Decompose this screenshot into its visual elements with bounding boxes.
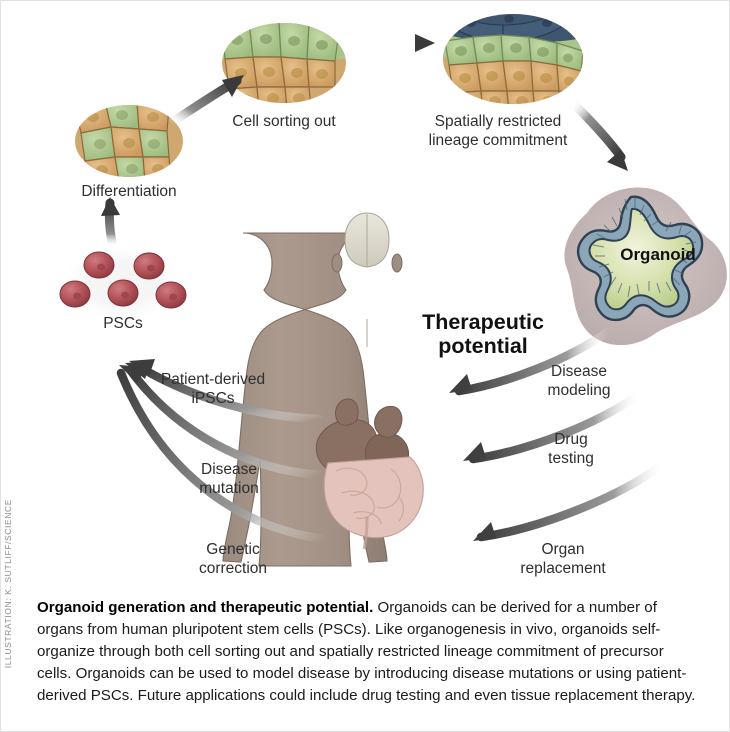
label-patient-derived-ipscs-line1: Patient-derived [161,371,265,388]
kidney-left [335,398,359,426]
arrow-drug-testing [463,388,646,464]
stage-pscs: PSCs [59,243,187,332]
cell-sorting-cells [222,23,346,103]
label-drug-testing: Drug testing [548,431,594,467]
differentiation-cells [75,105,183,177]
label-disease-mutation-line1: Disease [201,461,257,478]
label-patient-derived-ipscs-line2: iPSCs [191,390,234,407]
stage-label-organoid: Organoid [620,245,696,264]
label-drug-testing-line2: testing [548,450,594,467]
organoid-diagram: PSCs [1,1,729,591]
brain-icon [344,212,390,268]
arrow-disease-modeling [449,326,614,396]
stage-label-lineage-line2: lineage commitment [429,132,568,149]
arrow-genetic-correction [116,365,328,544]
caption-body: Organoids can be derived for a number of… [37,599,696,704]
stage-cell-sorting: Cell sorting out [218,19,350,130]
label-genetic-correction-line2: correction [199,560,267,577]
arrow-pscs-to-differentiation [101,197,120,252]
label-disease-mutation: Disease mutation [199,461,258,497]
label-disease-mutation-line2: mutation [199,480,258,497]
label-organ-replacement-line2: replacement [520,560,606,577]
arrow-differentiation-to-sorting [166,75,244,128]
label-disease-modeling-line2: modeling [548,382,611,399]
label-genetic-correction-line1: Genetic [206,541,260,558]
therapeutic-potential-line1: Therapeutic [422,310,544,334]
stage-label-pscs: PSCs [103,315,143,332]
kidney-right [374,405,403,438]
label-organ-replacement: Organ replacement [520,541,606,577]
organoid-cell-striations [592,198,697,298]
stage-organoid: Organoid [564,187,727,346]
stage-label-differentiation: Differentiation [81,183,176,200]
caption-bold-lead: Organoid generation and therapeutic pote… [37,599,374,616]
illustration-credit: ILLUSTRATION: K. SUTLIFF/SCIENCE [3,499,13,669]
arrow-organ-replacement [473,458,670,542]
stage-differentiation: Differentiation [71,101,187,200]
stage-lineage-commitment: Spatially restricted lineage commitment [429,10,587,149]
stage-label-cell-sorting: Cell sorting out [232,113,336,130]
label-genetic-correction: Genetic correction [199,541,267,577]
stage-label-lineage-line1: Spatially restricted [435,113,562,130]
figure-caption: Organoid generation and therapeutic pote… [37,597,701,707]
label-drug-testing-line1: Drug [554,431,588,448]
psc-cells [59,251,187,309]
therapeutic-potential-line2: potential [438,334,528,358]
arrow-lineage-to-organoid [568,98,628,171]
label-disease-modeling: Disease modeling [548,363,611,399]
label-organ-replacement-line1: Organ [541,541,584,558]
label-disease-modeling-line1: Disease [551,363,607,380]
arrow-sorting-to-lineage [347,34,435,52]
label-patient-derived-ipscs: Patient-derived iPSCs [161,371,265,407]
human-body-illustration [222,212,424,567]
internal-organs [315,398,424,550]
